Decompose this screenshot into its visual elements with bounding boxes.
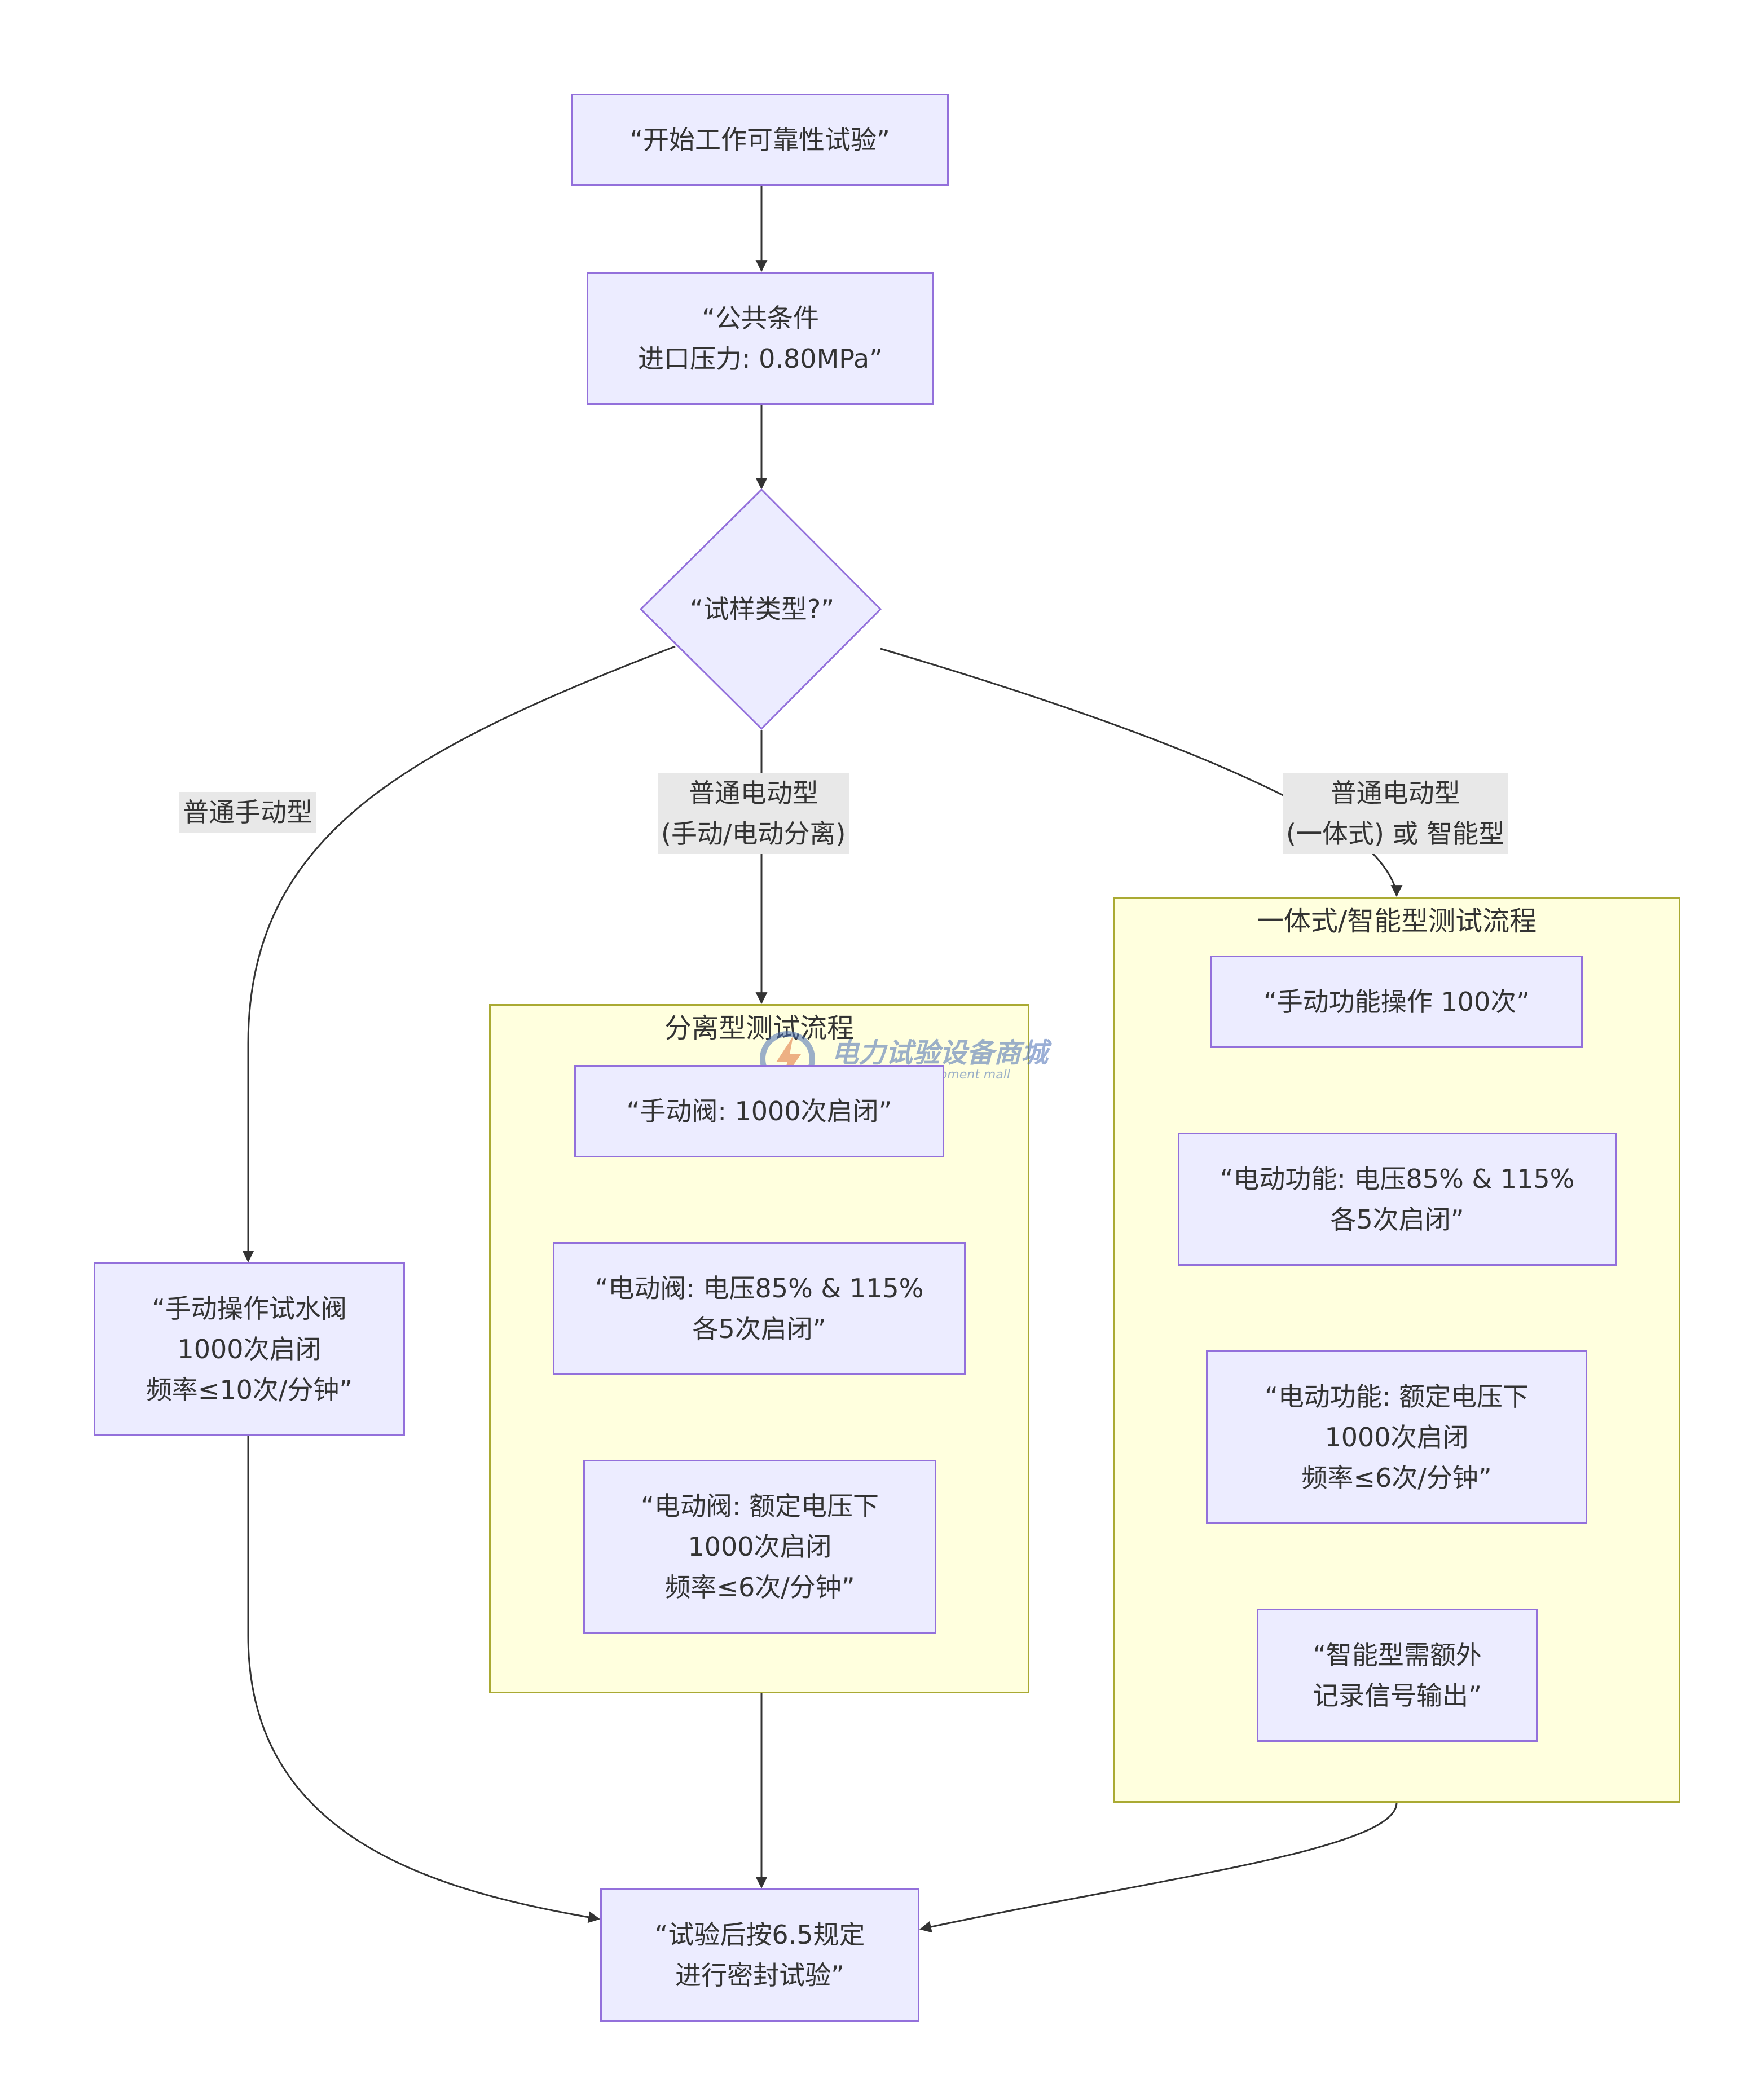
decision-diamond: [639, 488, 882, 730]
node-integrated-voltage: “电动功能: 电压85% & 115% 各5次启闭”: [1178, 1133, 1617, 1266]
node-end-line-2: 进行密封试验”: [675, 1960, 844, 1991]
node-end: “试验后按6.5规定 进行密封试验”: [600, 1888, 919, 2022]
node-start: “开始工作可靠性试验”: [571, 94, 949, 186]
node-int-rated-line-2: 1000次启闭: [1324, 1422, 1469, 1452]
node-int-voltage-line-1: “电动功能: 电压85% & 115%: [1220, 1164, 1575, 1194]
edge-label-manual: 普通手动型: [179, 792, 316, 833]
node-int-rated-line-1: “电动功能: 额定电压下: [1265, 1381, 1529, 1412]
node-sep-rated-line-2: 1000次启闭: [688, 1531, 832, 1562]
edge-decision-to-integrated: [880, 648, 1403, 897]
edge-label-manual-line: 普通手动型: [183, 797, 312, 827]
node-integrated-rated: “电动功能: 额定电压下 1000次启闭 频率≤6次/分钟”: [1206, 1350, 1587, 1524]
edge-manual-to-end: [247, 1436, 601, 1923]
node-integrated-manual: “手动功能操作 100次”: [1210, 956, 1583, 1048]
node-int-rated-line-3: 频率≤6次/分钟”: [1301, 1463, 1492, 1493]
node-separate-rated: “电动阀: 额定电压下 1000次启闭 频率≤6次/分钟”: [583, 1460, 936, 1634]
node-separate-manual: “手动阀: 1000次启闭”: [574, 1065, 944, 1157]
node-int-voltage-line-2: 各5次启闭”: [1330, 1204, 1464, 1235]
node-int-smart-line-1: “智能型需额外: [1313, 1640, 1482, 1670]
edge-decision-to-manual: [242, 645, 676, 1263]
cluster-integrated: 一体式/智能型测试流程: [1113, 897, 1680, 1803]
node-sep-rated-line-3: 频率≤6次/分钟”: [664, 1572, 855, 1602]
decision-label: “试样类型?”: [689, 594, 835, 624]
edge-label-integrated-line-1: 普通电动型: [1330, 778, 1460, 808]
node-separate-voltage: “电动阀: 电压85% & 115% 各5次启闭”: [553, 1242, 966, 1375]
cluster-separate-title: 分离型测试流程: [664, 1012, 854, 1044]
node-common-line-1: “公共条件: [702, 303, 819, 333]
edge-integrated-to-end: [919, 1802, 1398, 1933]
node-sep-voltage-line-1: “电动阀: 电压85% & 115%: [595, 1273, 924, 1304]
edge-label-integrated: 普通电动型 (一体式) 或 智能型: [1283, 773, 1508, 854]
node-start-line: “开始工作可靠性试验”: [629, 125, 890, 155]
edge-label-integrated-line-2: (一体式) 或 智能型: [1286, 818, 1505, 849]
edge-label-separate-line-2: (手动/电动分离): [661, 818, 846, 849]
node-common-line-2: 进口压力: 0.80MPa”: [638, 344, 883, 374]
node-manual-line-3: 频率≤10次/分钟”: [146, 1375, 353, 1405]
node-sep-rated-line-1: “电动阀: 额定电压下: [641, 1491, 879, 1521]
node-integrated-smart: “智能型需额外 记录信号输出”: [1257, 1609, 1538, 1742]
node-sep-voltage-line-2: 各5次启闭”: [692, 1314, 826, 1344]
edge-label-separate: 普通电动型 (手动/电动分离): [658, 773, 849, 854]
node-manual-line-2: 1000次启闭: [177, 1334, 322, 1364]
node-int-manual-line: “手动功能操作 100次”: [1263, 987, 1530, 1017]
node-end-line-1: “试验后按6.5规定: [654, 1920, 865, 1950]
watermark-text: 电力试验设备商城: [831, 1037, 1049, 1069]
cluster-integrated-title: 一体式/智能型测试流程: [1256, 905, 1537, 937]
node-sep-manual-line: “手动阀: 1000次启闭”: [626, 1096, 892, 1126]
node-common-conditions: “公共条件 进口压力: 0.80MPa”: [587, 272, 934, 405]
node-manual-valve: “手动操作试水阀 1000次启闭 频率≤10次/分钟”: [94, 1262, 405, 1436]
edge-label-separate-line-1: 普通电动型: [688, 778, 818, 808]
node-manual-line-1: “手动操作试水阀: [152, 1293, 347, 1324]
node-int-smart-line-2: 记录信号输出”: [1313, 1680, 1482, 1711]
